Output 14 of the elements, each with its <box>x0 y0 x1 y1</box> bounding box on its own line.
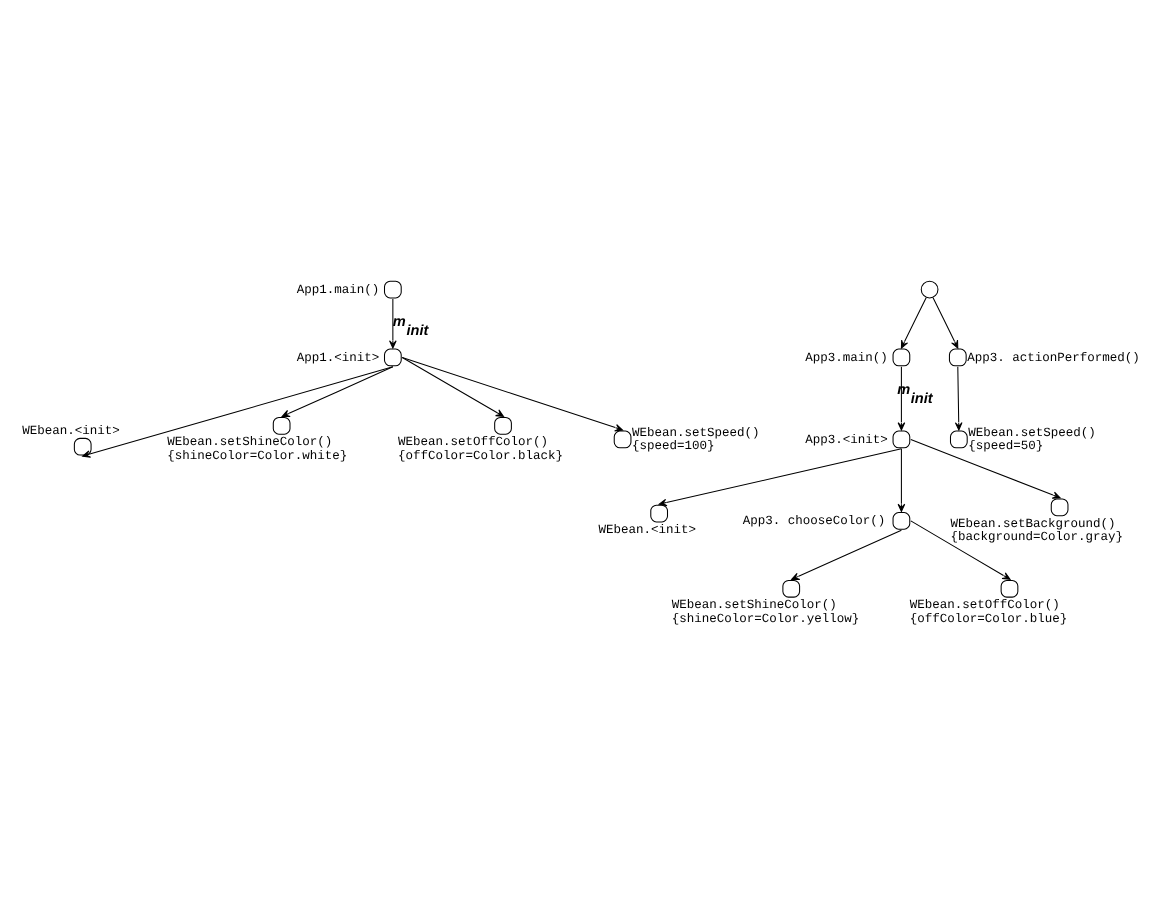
arrow <box>910 438 1061 499</box>
arrow <box>281 366 394 417</box>
arrow <box>401 356 505 417</box>
arrow <box>897 448 906 512</box>
arrow <box>658 448 902 507</box>
arrow <box>791 529 902 580</box>
arrow <box>900 297 927 349</box>
arrow <box>82 366 394 458</box>
arrow <box>401 356 624 432</box>
arrow <box>910 520 1011 580</box>
arrow <box>932 297 959 349</box>
arrow <box>954 366 963 431</box>
arrow <box>389 298 397 349</box>
node-circle <box>920 280 939 299</box>
